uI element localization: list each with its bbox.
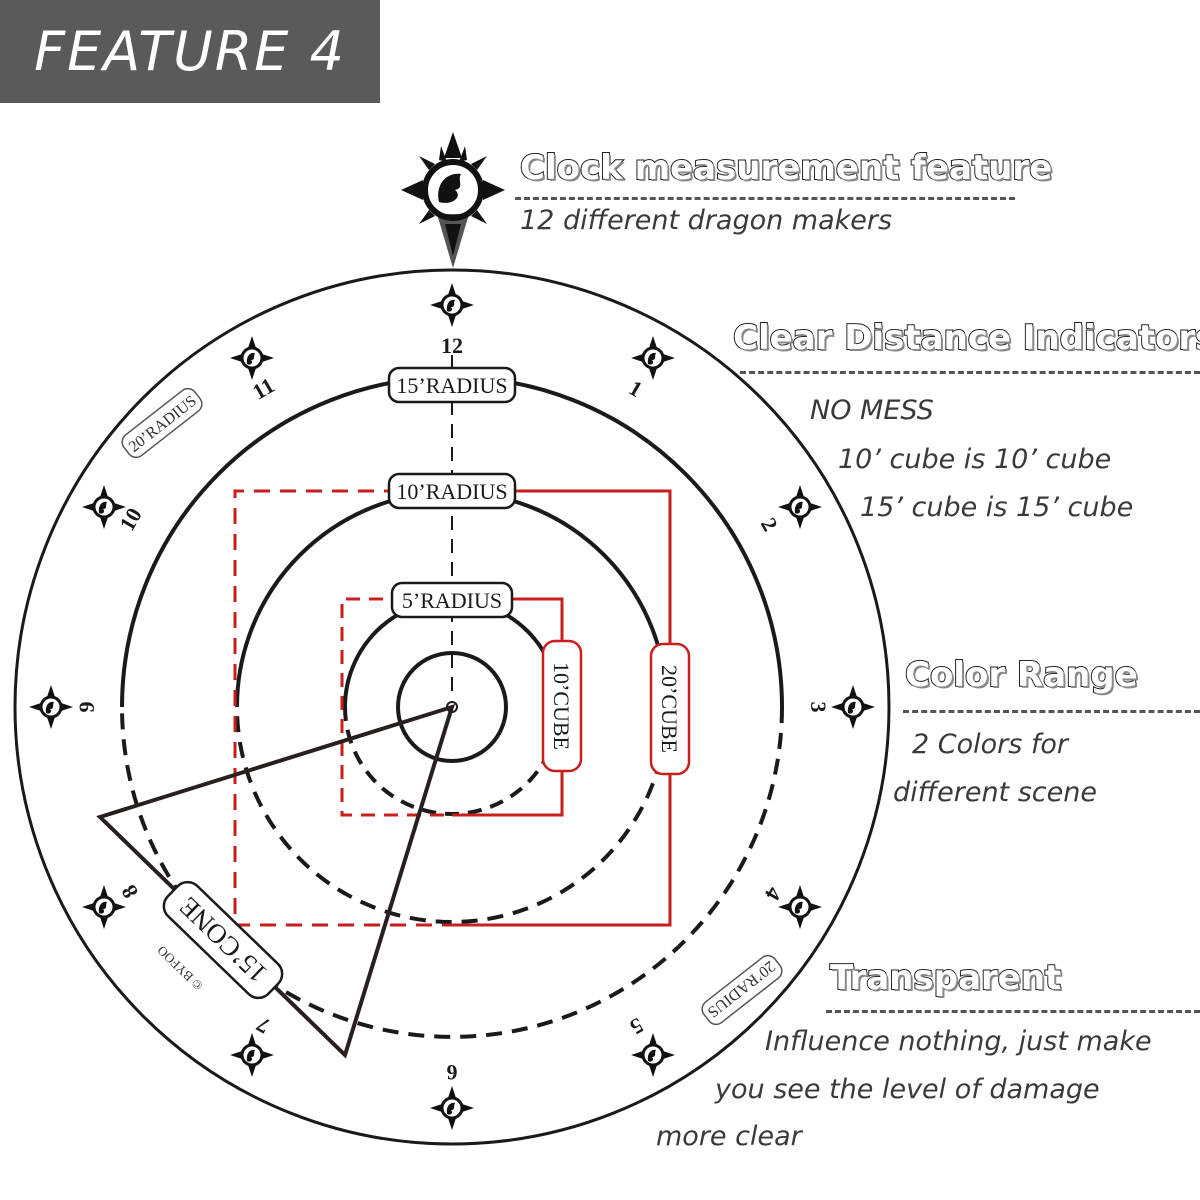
- transparent-line-1: Influence nothing, just make: [765, 1026, 1152, 1057]
- clock-feature-divider: [515, 197, 1015, 200]
- color-feature-title: Color Range: [904, 654, 1139, 696]
- hour-12: 12: [441, 333, 463, 358]
- label-15-radius-text: 15’RADIUS: [396, 373, 507, 398]
- label-10-cube: 10’CUBE: [541, 639, 583, 773]
- label-10-radius: 10’RADIUS: [387, 472, 517, 510]
- label-5-radius-text: 5’RADIUS: [402, 588, 502, 613]
- label-10-radius-text: 10’RADIUS: [396, 479, 507, 504]
- distance-line-3: 15’ cube is 15’ cube: [860, 492, 1134, 523]
- hour-6: 6: [447, 1060, 458, 1085]
- hour-9: 9: [74, 702, 99, 713]
- color-feature-divider: [903, 710, 1200, 713]
- ring-center: [396, 651, 508, 763]
- clock-feature-title: Clock measurement feature: [519, 147, 1053, 189]
- transparent-line-3: more clear: [656, 1121, 802, 1152]
- hour-3: 3: [806, 702, 831, 713]
- dragon-emblem-icon: [401, 132, 505, 268]
- color-line-1: 2 Colors for: [912, 729, 1069, 760]
- label-5-radius: 5’RADIUS: [390, 581, 514, 619]
- label-10-cube-text: 10’CUBE: [549, 662, 574, 750]
- transparent-line-2: you see the level of damage: [715, 1074, 1100, 1105]
- transparent-feature-divider: [826, 1010, 1200, 1013]
- distance-line-2: 10’ cube is 10’ cube: [838, 444, 1112, 475]
- distance-feature-title: Clear Distance Indicators: [732, 317, 1200, 359]
- label-20-cube-text: 20’CUBE: [657, 665, 682, 753]
- color-line-2: different scene: [893, 777, 1097, 808]
- feature-banner: FEATURE 4: [0, 0, 380, 103]
- distance-feature-divider: [740, 371, 1200, 374]
- label-20-cube: 20’CUBE: [649, 642, 691, 776]
- banner-title: FEATURE 4: [34, 20, 346, 83]
- ring-15-dashed: [120, 706, 784, 1039]
- label-15-radius: 15’RADIUS: [387, 366, 517, 404]
- distance-line-1: NO MESS: [810, 395, 934, 426]
- transparent-feature-title: Transparent: [829, 957, 1062, 999]
- ring-10-dashed: [235, 706, 669, 924]
- clock-feature-subtitle: 12 different dragon makers: [520, 205, 893, 236]
- cube-20-dashed: [233, 489, 452, 927]
